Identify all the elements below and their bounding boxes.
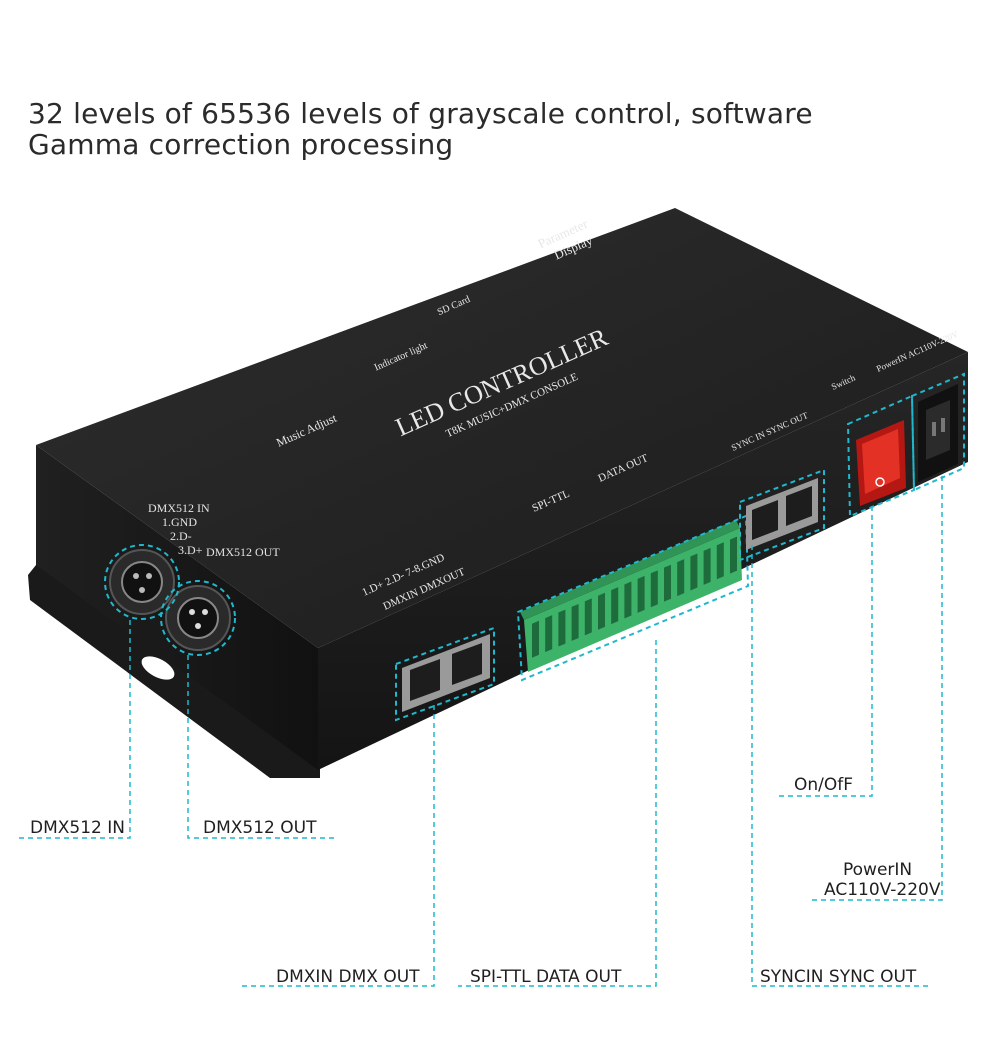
dmx512-in-pin3: 3.D+: [178, 543, 203, 557]
callout-dmx512-out: DMX512 OUT: [203, 818, 317, 838]
terminal-screw: [703, 547, 711, 585]
dmx512-in-pin2: 2.D-: [170, 529, 192, 543]
device-top: [36, 208, 968, 648]
terminal-screw: [677, 559, 685, 597]
callout-sync: SYNCIN SYNC OUT: [760, 967, 917, 987]
terminal-screw: [584, 598, 592, 636]
power-switch: [856, 420, 906, 506]
rj45-sync-ports: [746, 478, 818, 550]
flange-slot: [141, 656, 175, 680]
terminal-screw: [545, 615, 553, 653]
terminal-screw: [664, 564, 671, 602]
callout-on-off: On/OfF: [794, 775, 854, 795]
rj45-dmx-ports: [402, 634, 490, 712]
dmx512-in-block: DMX512 IN 1.GND 2.D- 3.D+ DMX512 OUT: [148, 501, 280, 559]
terminal-screw: [716, 542, 724, 580]
dmx512-out-title: DMX512 OUT: [206, 545, 280, 559]
xlr-in-connector: [109, 549, 175, 615]
callout-spi-data: SPI-TTL DATA OUT: [470, 967, 622, 987]
terminal-screw: [532, 620, 539, 658]
terminal-screw: [598, 592, 605, 630]
terminal-screw: [611, 587, 619, 625]
terminal-screw: [650, 570, 658, 608]
dmx512-in-pin1: 1.GND: [162, 515, 197, 529]
power-inlet: [918, 384, 958, 482]
terminal-screw: [690, 553, 698, 591]
mounting-flange: [28, 560, 320, 778]
terminal-screw: [637, 575, 645, 613]
terminal-screws: [532, 536, 737, 658]
terminal-screw: [558, 609, 566, 647]
terminal-screw: [730, 536, 737, 574]
dmx512-in-title: DMX512 IN: [148, 501, 210, 515]
terminal-screw: [571, 603, 579, 641]
leader-lines: [18, 476, 943, 987]
terminal-screw: [624, 581, 632, 619]
xlr-out-connector: [165, 585, 231, 651]
headline: 32 levels of 65536 levels of grayscale c…: [28, 97, 813, 161]
callout-power-in-2: AC110V-220V: [824, 880, 941, 900]
callout-power-in-1: PowerIN: [843, 860, 913, 880]
callout-dmxin-dmxout: DMXIN DMX OUT: [276, 967, 420, 987]
callout-dmx512-in: DMX512 IN: [30, 818, 125, 838]
